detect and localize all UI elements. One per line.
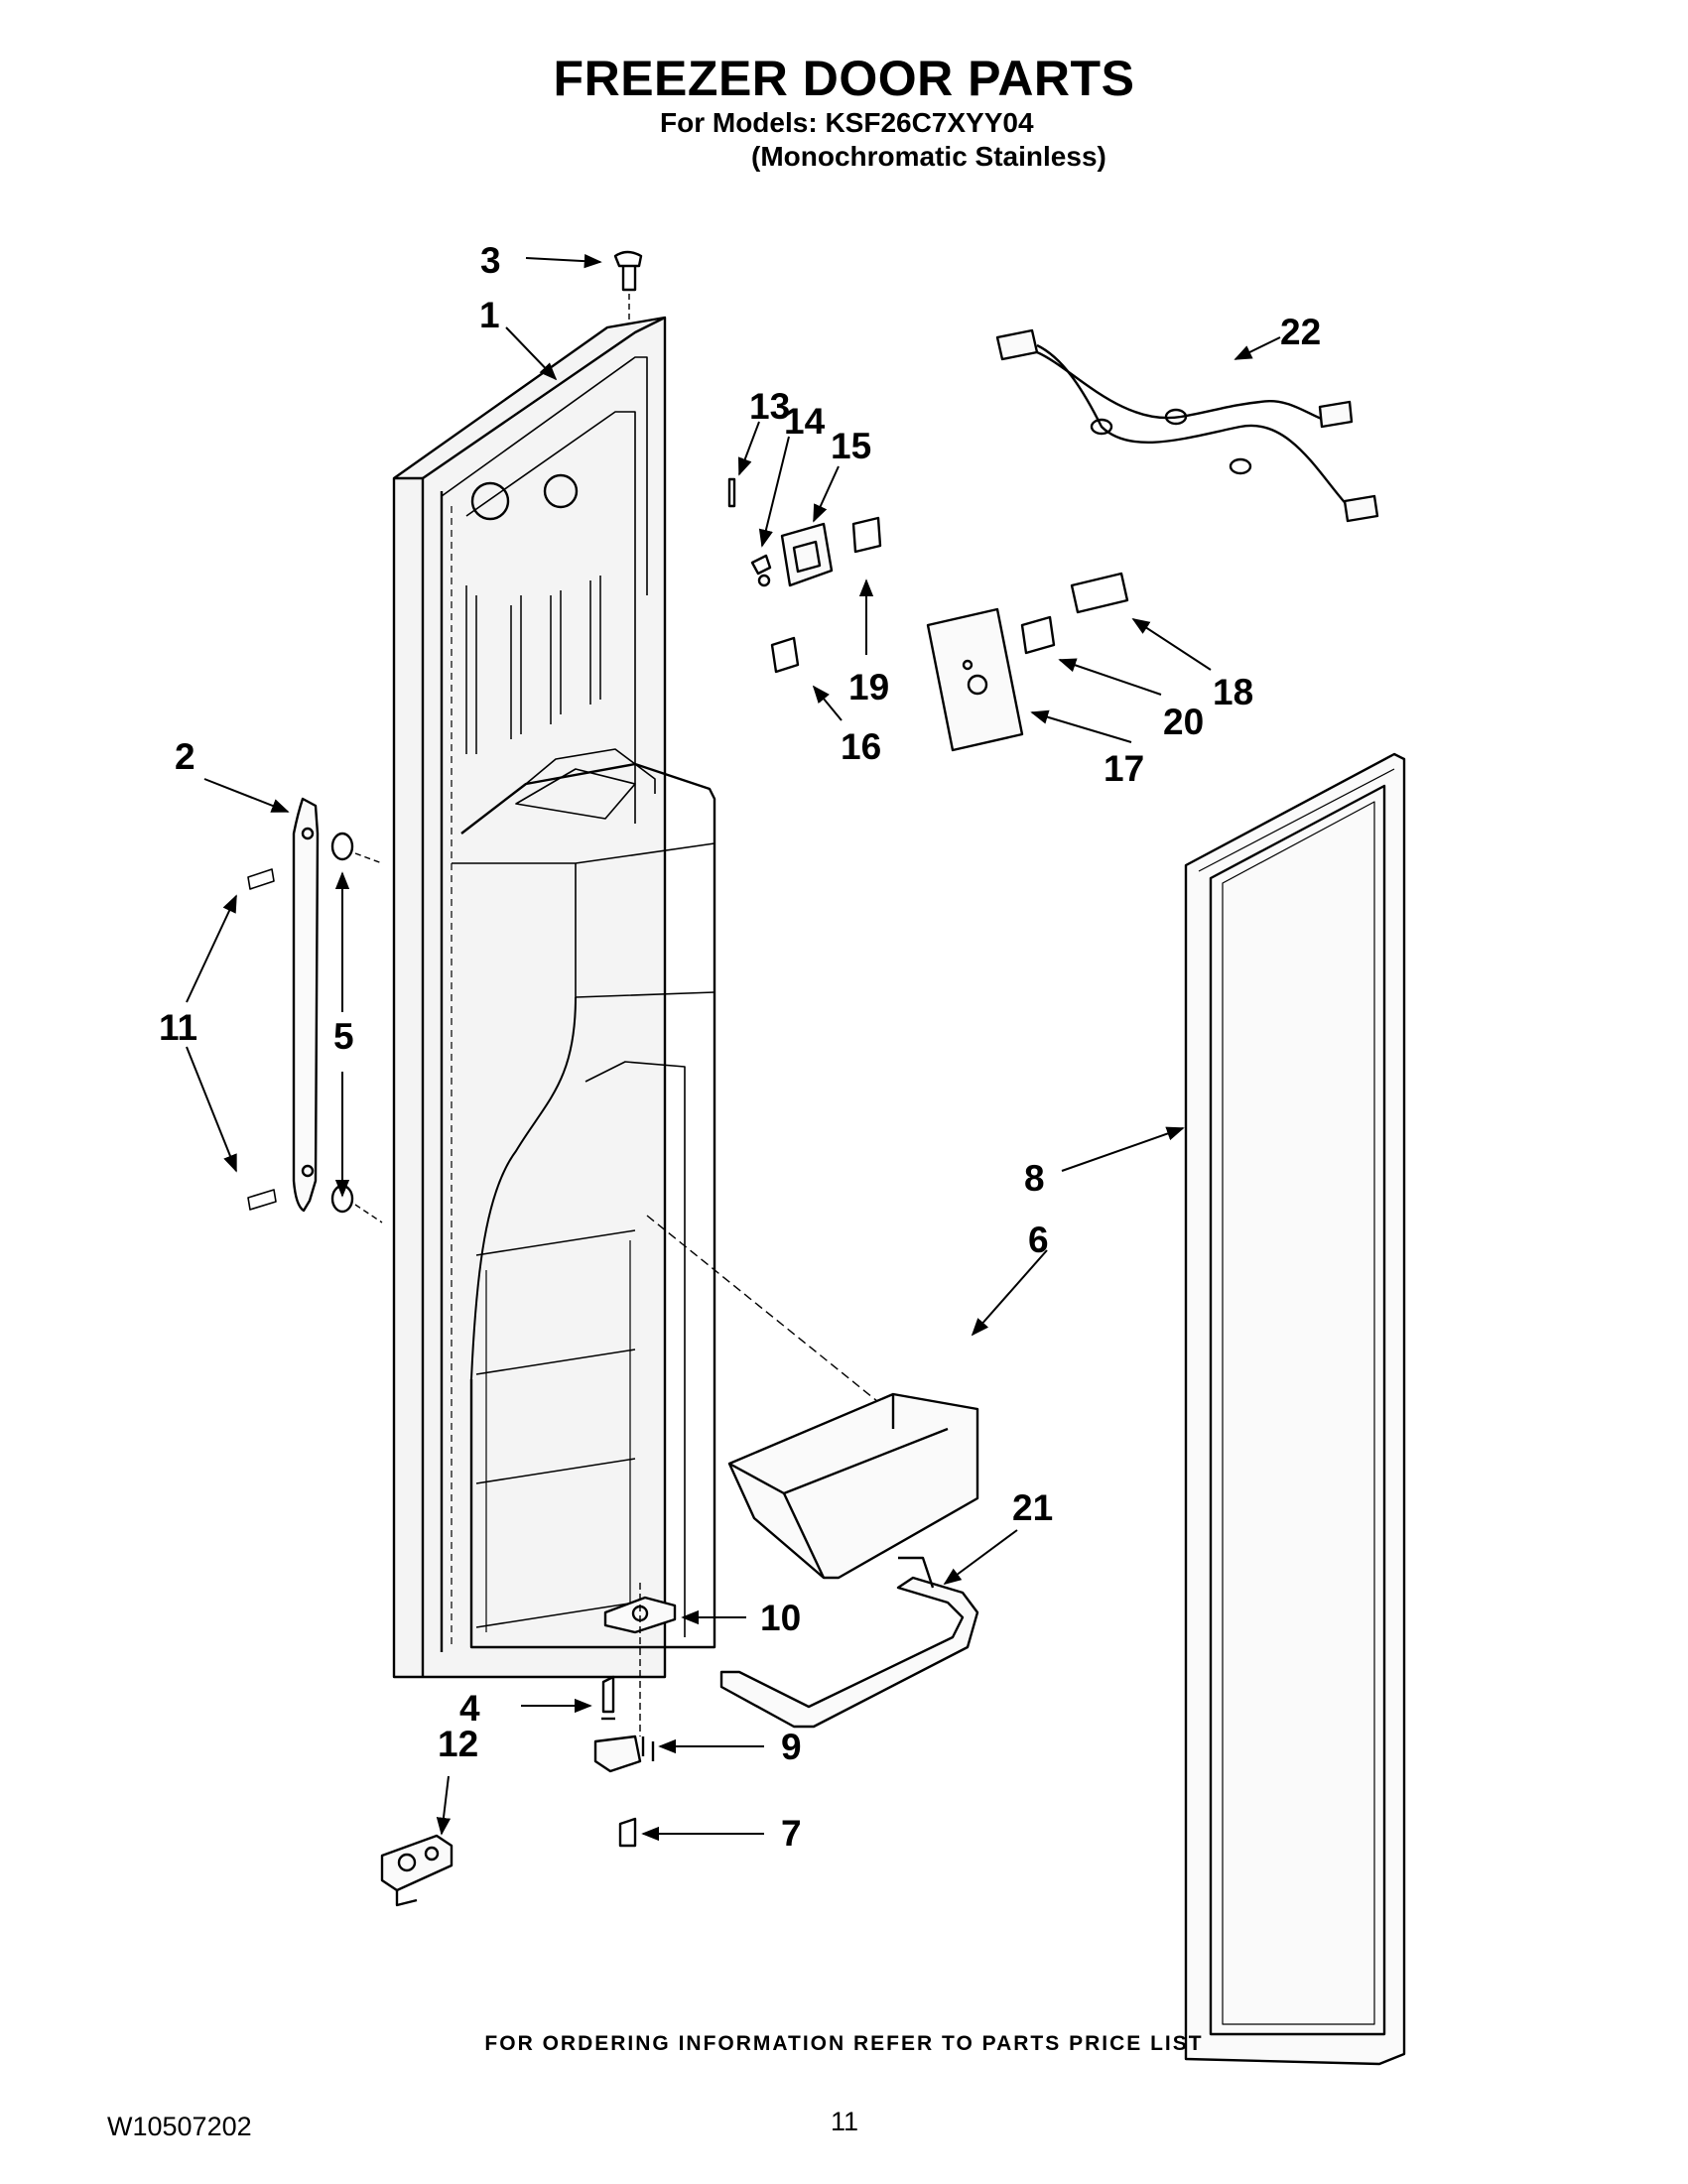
callout-leaders (186, 253, 1281, 1842)
callout-11: 11 (159, 1007, 197, 1048)
callout-22: 22 (1280, 312, 1321, 352)
callout-10: 10 (760, 1598, 801, 1638)
callout-15: 15 (831, 426, 871, 466)
callout-4: 4 (459, 1688, 480, 1729)
callout-1: 1 (479, 295, 500, 335)
callout-6: 6 (1028, 1220, 1049, 1260)
callout-5: 5 (333, 1016, 354, 1057)
dispenser-switch-board (926, 572, 1129, 752)
callout-7: 7 (781, 1813, 802, 1854)
models-line: For Models: KSF26C7XYY04 (660, 107, 1034, 138)
callout-16: 16 (841, 726, 881, 767)
bottom-hinge-assembly (593, 1583, 677, 1848)
callout-3: 3 (480, 240, 501, 281)
callout-13: 13 (749, 386, 790, 427)
door-handle (247, 797, 383, 1223)
page-title: FREEZER DOOR PARTS (553, 51, 1135, 106)
freezer-door-panel (392, 316, 716, 1679)
page-number: 11 (831, 2107, 859, 2136)
callout-19: 19 (848, 667, 889, 707)
callout-21: 21 (1012, 1487, 1053, 1528)
dispenser-small-parts (727, 477, 882, 674)
document-number: W10507202 (107, 2112, 252, 2141)
ordering-note: FOR ORDERING INFORMATION REFER TO PARTS … (484, 2032, 1204, 2055)
callout-labels: 1 2 3 4 5 6 7 8 9 10 11 12 13 14 15 16 1… (159, 240, 1321, 1854)
door-bin (646, 1215, 979, 1580)
finish-line: (Monochromatic Stainless) (751, 141, 1106, 172)
callout-20: 20 (1163, 702, 1204, 742)
bin-retainer-bar (719, 1556, 979, 1729)
hinge-cover (380, 1834, 454, 1907)
callout-9: 9 (781, 1727, 802, 1767)
door-gasket (1184, 752, 1406, 2066)
callout-17: 17 (1104, 748, 1144, 789)
callout-18: 18 (1213, 672, 1253, 712)
callout-12: 12 (438, 1724, 478, 1764)
callout-8: 8 (1024, 1158, 1045, 1199)
callout-14: 14 (784, 401, 826, 442)
wire-harness (995, 328, 1379, 523)
callout-2: 2 (175, 736, 195, 777)
door-cap-plug (613, 250, 643, 322)
